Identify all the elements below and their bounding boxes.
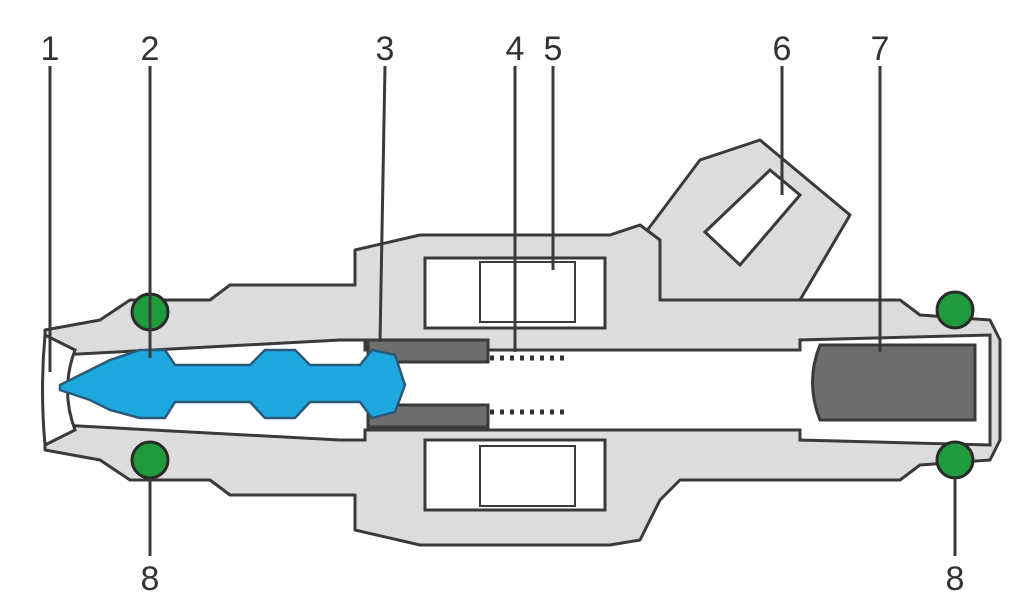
leader-line-3 bbox=[378, 65, 387, 343]
armature-lower bbox=[366, 403, 490, 429]
label-4: 4 bbox=[506, 30, 525, 68]
fuel-filter bbox=[811, 343, 977, 422]
o-ring-left-bottom bbox=[130, 440, 170, 480]
needle-valve bbox=[58, 348, 407, 420]
o-ring-right-bottom bbox=[935, 440, 975, 480]
label-3: 3 bbox=[376, 30, 395, 68]
label-8-right: 8 bbox=[946, 560, 965, 598]
label-1: 1 bbox=[41, 30, 60, 68]
connector-socket bbox=[702, 167, 803, 268]
o-ring-right-top bbox=[935, 290, 975, 330]
return-spring bbox=[490, 355, 570, 415]
label-2: 2 bbox=[141, 30, 160, 68]
label-8-left: 8 bbox=[141, 560, 160, 598]
label-5: 5 bbox=[544, 30, 563, 68]
armature bbox=[366, 338, 490, 364]
label-7: 7 bbox=[871, 30, 890, 68]
label-6: 6 bbox=[773, 30, 792, 68]
